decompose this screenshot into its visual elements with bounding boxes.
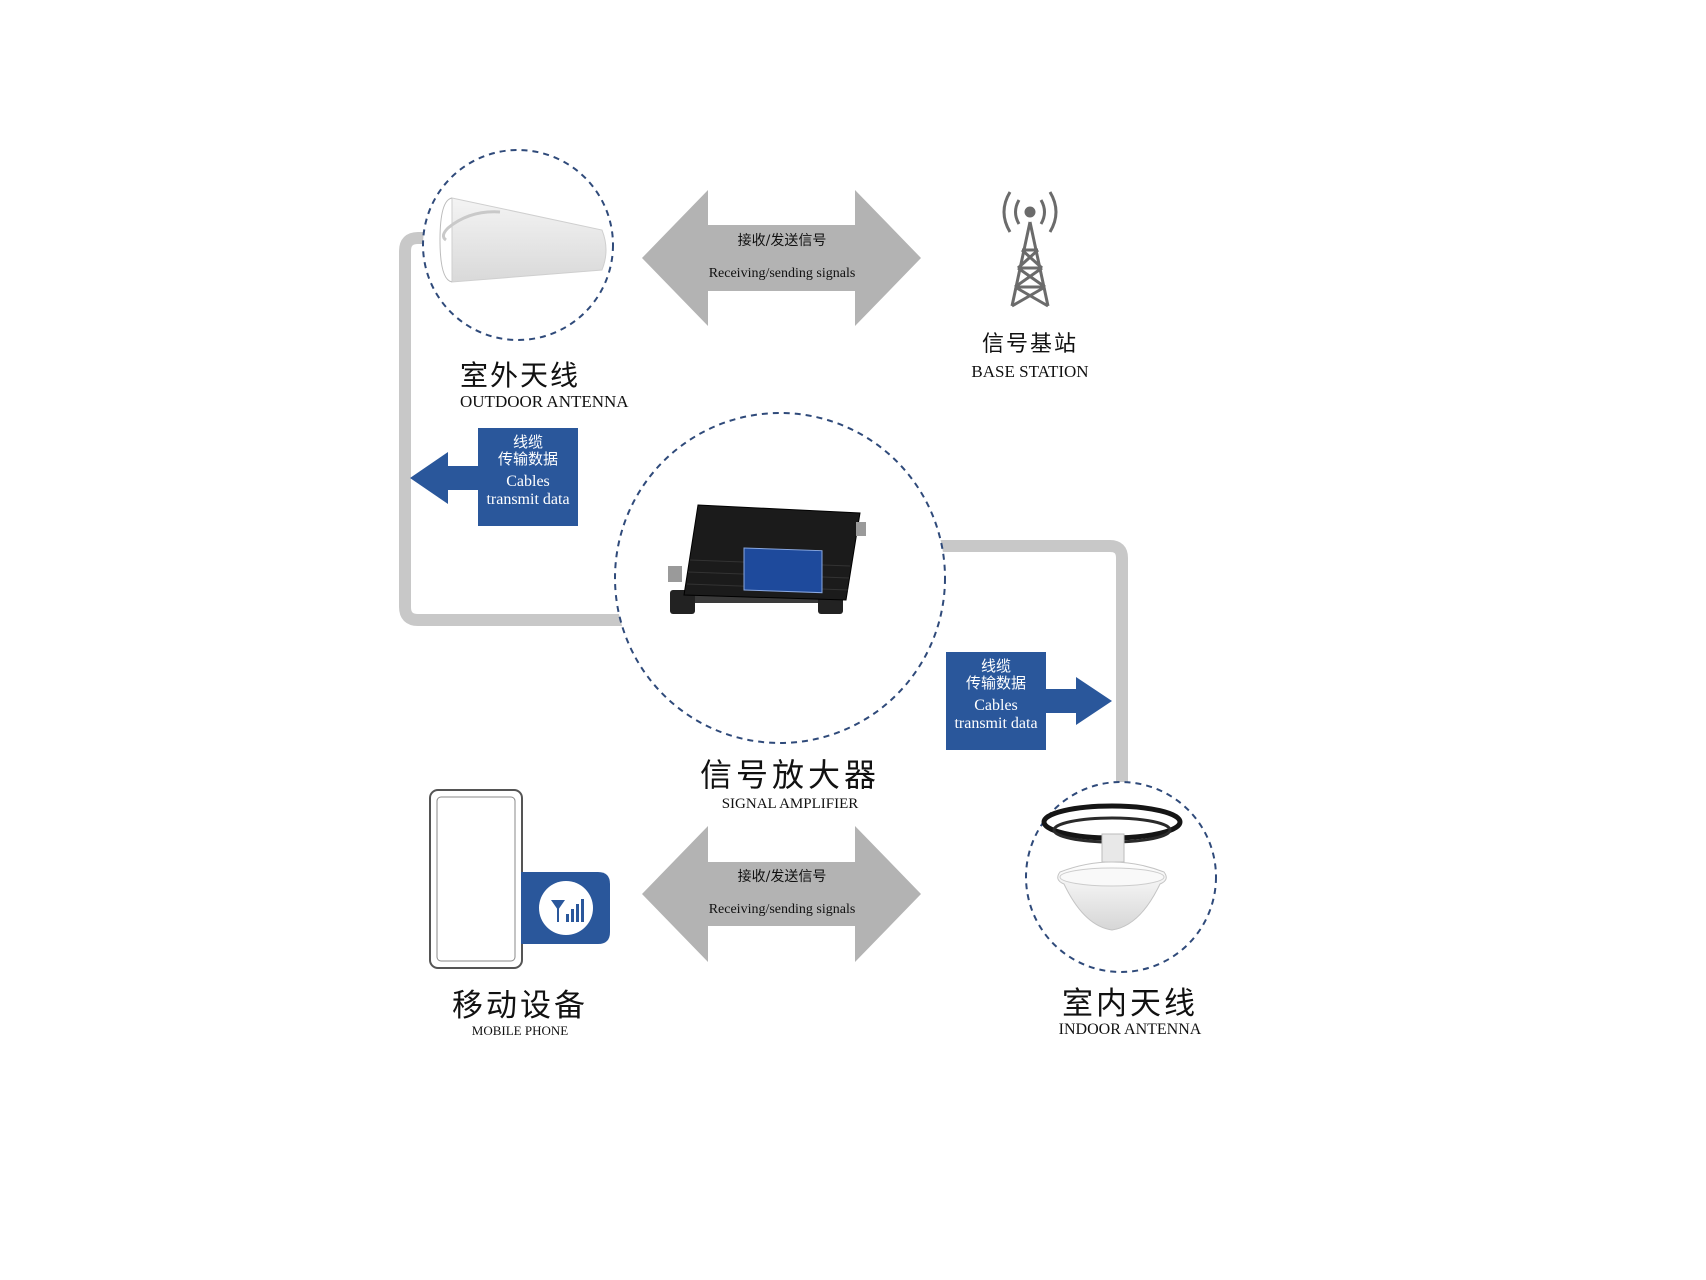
cable-badge-left-zh-2: 传输数据 [497,450,558,469]
mobile-phone-zh-label: 移动设备 [452,988,588,1024]
cable-badge-right-en-2: transmit data [954,714,1038,732]
mobile-phone-en-label: MOBILE PHONE [471,1023,569,1038]
signal-arrow-top-zh: 接收/发送信号 [737,233,827,249]
cable-badge-left-zh-1: 线缆 [512,433,543,451]
outdoor-antenna-zh-label: 室外天线 [459,359,580,392]
cable-badge-left-en-1: Cables [506,472,550,490]
cable-badge-right-en-1: Cables [974,696,1018,714]
signal-arrow-top [642,190,921,326]
cable-line-outdoor [399,232,628,626]
outdoor-antenna-en-label: OUTDOOR ANTENNA [460,392,629,411]
mobile-phone-caption: 移动设备 MOBILE PHONE [420,980,620,1039]
signal-arrow-bottom-zh: 接收/发送信号 [737,869,827,885]
panel-antenna-icon [439,197,607,283]
cable-badge-left-text: 线缆 传输数据 Cables transmit data [478,433,578,509]
signal-amplifier-en-label: SIGNAL AMPLIFIER [721,796,859,812]
base-station-caption: 信号基站 BASE STATION [940,326,1120,382]
base-station-en-label: BASE STATION [971,362,1089,381]
cable-badge-left [410,428,578,526]
signal-amplifier-caption: 信号放大器 SIGNAL AMPLIFIER [680,750,900,813]
cable-line-indoor [940,540,1128,782]
signal-booster-icon [668,504,866,614]
cable-badge-right-text: 线缆 传输数据 Cables transmit data [946,657,1046,733]
indoor-antenna-zh-label: 室内天线 [1062,986,1198,1022]
cable-badge-right [946,652,1112,750]
cable-badge-left-en-2: transmit data [486,490,570,508]
cable-badge-right-zh-1: 线缆 [980,657,1011,675]
signal-arrow-bottom-text: 接收/发送信号 Receiving/sending signals [700,866,864,918]
base-station-zh-label: 信号基站 [981,332,1078,357]
signal-arrow-top-en: Receiving/sending signals [708,266,856,281]
ceiling-antenna-icon [1041,803,1183,931]
indoor-antenna-en-label: INDOOR ANTENNA [1058,1021,1202,1038]
signal-arrow-bottom [642,826,921,962]
cell-tower-icon [1002,191,1058,308]
indoor-antenna-caption: 室内天线 INDOOR ANTENNA [1030,978,1230,1039]
signal-amplifier-zh-label: 信号放大器 [699,756,880,794]
outdoor-antenna-caption: 室外天线 OUTDOOR ANTENNA [420,354,629,412]
signal-arrow-bottom-en: Receiving/sending signals [708,902,856,917]
signal-arrow-top-text: 接收/发送信号 Receiving/sending signals [700,230,864,282]
mobile-phone-icon [429,789,610,969]
cable-badge-right-zh-2: 传输数据 [965,674,1026,693]
